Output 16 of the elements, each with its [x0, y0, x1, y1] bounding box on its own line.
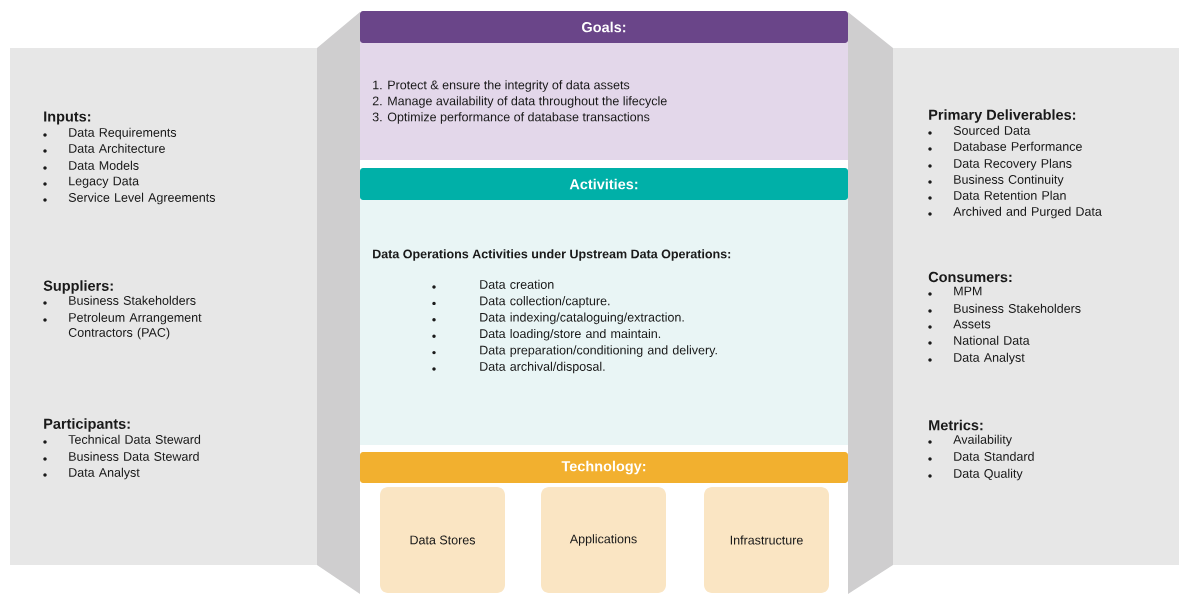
component-box: Data Stores	[380, 487, 505, 593]
numbered-item: 1. Protect & ensure the integrity of data assets	[373, 80, 630, 92]
bullet-item: Data preparation/conditioning and delivery.	[432, 345, 717, 357]
numbered-item: 2. Manage availability of data throughout the lifecycle	[372, 96, 667, 108]
bullet-item: Data creation	[432, 279, 554, 289]
component-box: Infrastructure	[704, 487, 829, 593]
header-bar: Goals:	[360, 11, 848, 43]
bullet-item: Data loading/store and maintain.	[432, 328, 661, 341]
subheading: Data Operations Activities under Upstream Data Operations:	[373, 249, 731, 261]
bullet-item: Data archival/disposal.	[432, 361, 605, 374]
bullet-item: Data collection/capture.	[432, 296, 610, 308]
numbered-item: 3. Optimize performance of database transactions	[372, 112, 650, 124]
bullet-item: Data indexing/cataloguing/extraction.	[432, 312, 684, 325]
header-bar: Technology:	[360, 452, 848, 483]
header-bar: Activities:	[360, 168, 848, 200]
component-box: Applications	[541, 487, 666, 593]
